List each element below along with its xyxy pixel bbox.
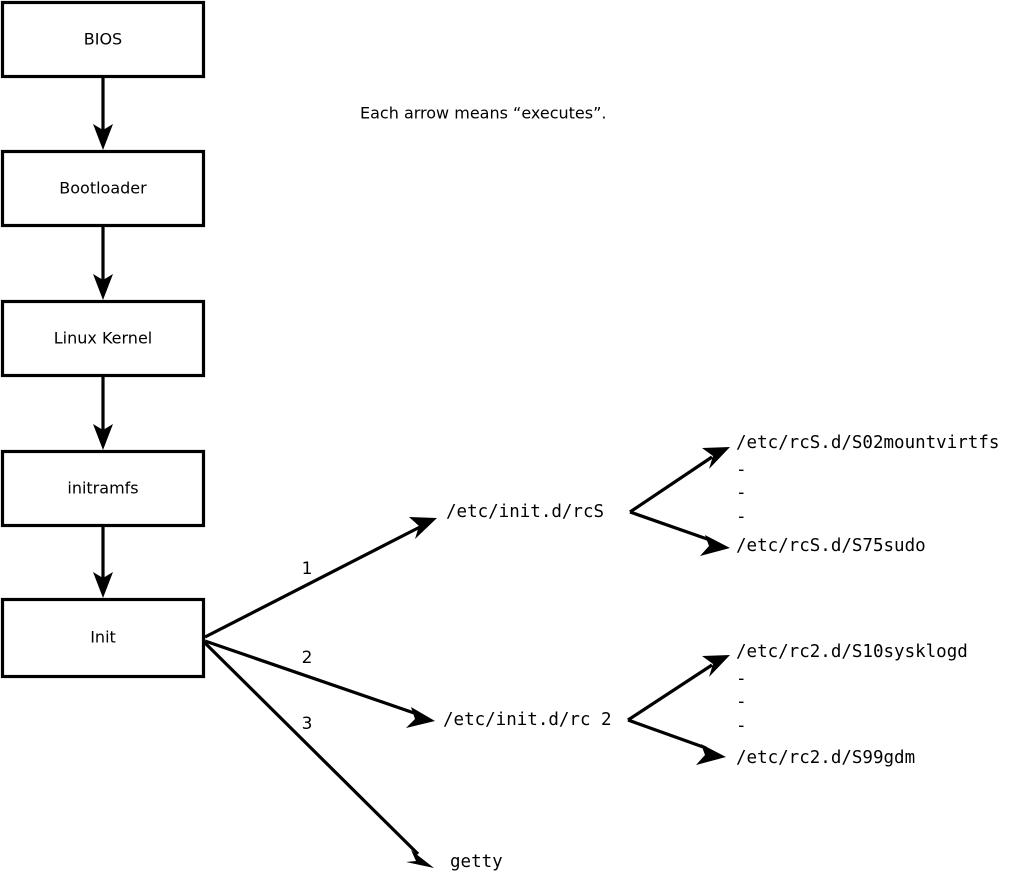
node-bios-label: BIOS: [84, 30, 122, 49]
diagram-caption: Each arrow means “executes”.: [360, 104, 606, 123]
node-bootloader: Bootloader: [0, 149, 206, 228]
node-bios: BIOS: [0, 0, 206, 79]
edge-number-3: 3: [302, 714, 313, 734]
node-initramfs: initramfs: [0, 449, 206, 528]
node-init-rect: [0, 597, 206, 679]
arrow-init-to-rcs: [204, 517, 437, 639]
node-bootloader-label: Bootloader: [59, 179, 147, 198]
arrow-bios-to-bootloader: [93, 77, 113, 150]
script-rcs-ellipsis-1: -: [736, 460, 747, 480]
node-init: Init: [0, 597, 206, 679]
arrow-rcs-to-first-script: [629, 447, 730, 514]
script-rc2-ellipsis-2: -: [736, 692, 747, 712]
node-linux-kernel-rect: [0, 299, 206, 378]
edge-number-1: 1: [302, 559, 313, 579]
node-init-label: Init: [90, 628, 116, 647]
arrow-initramfs-to-init: [93, 526, 113, 598]
node-bootloader-rect: [0, 149, 206, 228]
arrow-rc2-to-first-script: [627, 655, 730, 722]
node-init-d-rc2-label: /etc/init.d/rc 2: [443, 710, 612, 730]
arrow-rc2-to-last-script: [627, 718, 726, 765]
script-rc2-ellipsis-3: -: [736, 716, 747, 736]
node-init-d-rcs-label: /etc/init.d/rcS: [446, 502, 604, 522]
arrow-rcs-to-last-script: [629, 510, 730, 556]
edge-number-2: 2: [302, 648, 313, 668]
node-initramfs-label: initramfs: [67, 479, 138, 498]
node-linux-kernel-label: Linux Kernel: [54, 329, 152, 348]
arrow-init-to-getty: [203, 641, 434, 868]
node-linux-kernel: Linux Kernel: [0, 299, 206, 378]
node-bios-rect: [0, 0, 206, 79]
script-rcs-first: /etc/rcS.d/S02mountvirtfs: [736, 433, 999, 453]
arrow-bootloader-to-kernel: [93, 226, 113, 300]
arrow-init-to-rc2: [204, 639, 435, 728]
script-rc2-last: /etc/rc2.d/S99gdm: [736, 748, 915, 768]
node-getty-label: getty: [450, 852, 503, 872]
node-initramfs-rect: [0, 449, 206, 528]
script-rcs-ellipsis-2: -: [736, 483, 747, 503]
script-rc2-first: /etc/rc2.d/S10sysklogd: [736, 642, 968, 662]
script-rcs-last: /etc/rcS.d/S75sudo: [736, 536, 926, 556]
script-rcs-ellipsis-3: -: [736, 507, 747, 527]
script-rc2-ellipsis-1: -: [736, 669, 747, 689]
arrow-kernel-to-initramfs: [93, 376, 113, 450]
